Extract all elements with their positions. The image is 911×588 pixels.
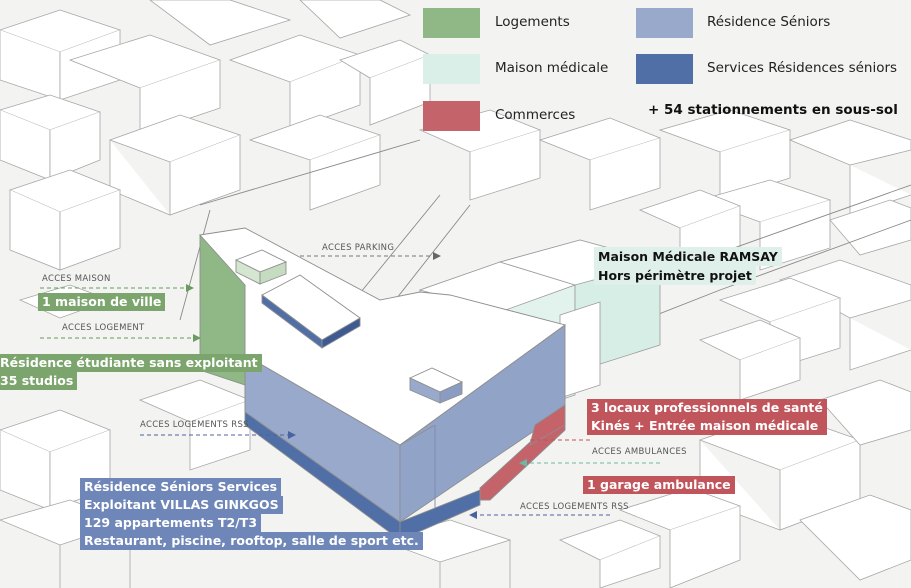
label-acces-logements-rss-left: ACCES LOGEMENTS RSS (140, 420, 249, 430)
label-acces-maison: ACCES MAISON (42, 274, 111, 284)
legend-swatch-commerces (423, 101, 480, 131)
label-acces-logement: ACCES LOGEMENT (62, 323, 145, 333)
access-arrows (40, 252, 660, 519)
tag-seniors-line-2: Exploitant VILLAS GINKGOS (80, 496, 283, 514)
tag-locaux-sante-line-2: Kinés + Entrée maison médicale (587, 417, 827, 435)
label-acces-parking: ACCES PARKING (322, 243, 395, 253)
tag-maison-de-ville: 1 maison de ville (38, 293, 166, 311)
legend-label-maison-medicale: Maison médicale (495, 60, 609, 76)
tag-residence-seniors: Résidence Séniors Services Exploitant VI… (80, 478, 423, 550)
legend-swatch-residence-seniors (636, 8, 693, 38)
label-acces-logements-rss-bottom: ACCES LOGEMENTS RSS (520, 502, 629, 512)
tag-locaux-sante: 3 locaux professionnels de santé Kinés +… (587, 399, 827, 435)
tag-residence-etudiante-line-1: Résidence étudiante sans exploitant (0, 354, 262, 372)
tag-locaux-sante-line-1: 3 locaux professionnels de santé (587, 399, 827, 417)
legend-swatch-maison-medicale (423, 54, 480, 84)
tag-garage-text: 1 garage ambulance (583, 476, 735, 494)
parking-note: + 54 stationnements en sous-sol (648, 102, 898, 118)
label-acces-ambulances: ACCES AMBULANCES (592, 447, 687, 457)
tag-seniors-line-1: Résidence Séniors Services (80, 478, 282, 496)
legend-swatch-services-seniors (636, 54, 693, 84)
legend-label-services-seniors: Services Résidences séniors (707, 60, 898, 76)
tag-maison-de-ville-text: 1 maison de ville (38, 293, 166, 311)
legend-swatch-logements (423, 8, 480, 38)
tag-garage-ambulance: 1 garage ambulance (583, 476, 735, 494)
tag-ramsay-line-2: Hors périmètre projet (594, 266, 756, 285)
legend-label-logements: Logements (495, 14, 570, 30)
tag-maison-medicale-ramsay: Maison Médicale RAMSAY Hors périmètre pr… (594, 247, 782, 285)
tag-ramsay-line-1: Maison Médicale RAMSAY (594, 247, 782, 266)
tag-seniors-line-3: 129 appartements T2/T3 (80, 514, 262, 532)
project-building (199, 227, 567, 541)
tag-residence-etudiante: Résidence étudiante sans exploitant 35 s… (0, 354, 262, 390)
tag-residence-etudiante-line-2: 35 studios (0, 372, 78, 390)
legend-label-commerces: Commerces (495, 107, 576, 123)
tag-seniors-line-4: Restaurant, piscine, rooftop, salle de s… (80, 532, 423, 550)
legend-label-residence-seniors: Résidence Séniors (707, 14, 831, 30)
